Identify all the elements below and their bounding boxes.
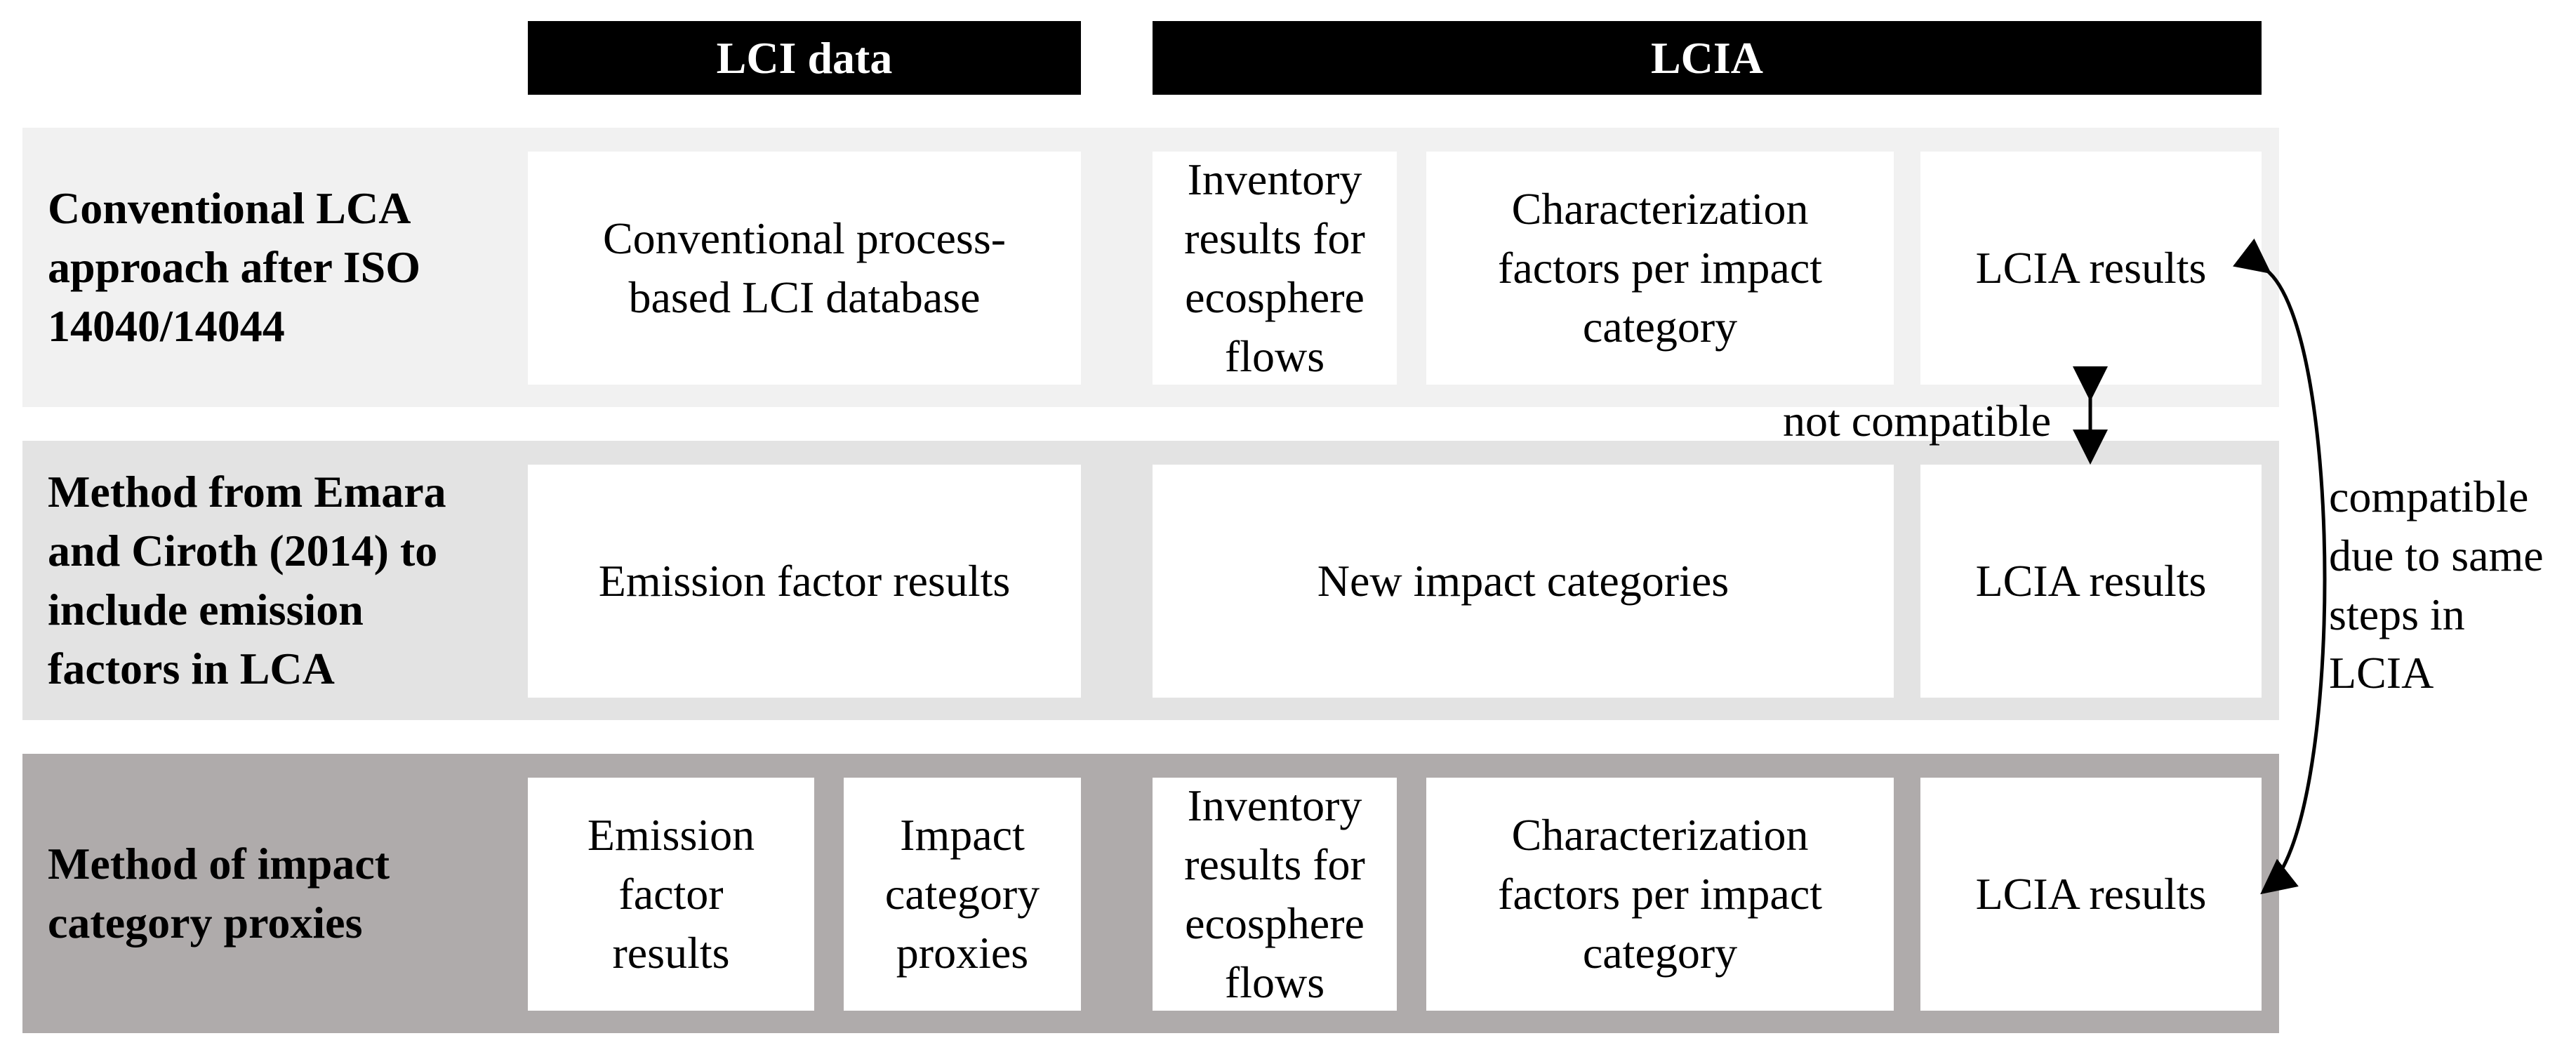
cell-conventional-lcia-results: LCIA results [1920,152,2262,385]
cell-emara-emission-factor-results: Emission factor results [528,465,1081,698]
row-band-conventional [22,128,2279,407]
cell-conventional-lci-database: Conventional process- based LCI database [528,152,1081,385]
cell-proxies-lcia-results: LCIA results [1920,778,2262,1011]
annotation-compatible: compatible due to same steps in LCIA [2329,472,2544,698]
cell-proxies-impact-category-proxies: Impact category proxies [844,778,1081,1011]
row-band-emara-ciroth [22,441,2279,720]
annotation-not-compatible: not compatible [1783,396,2052,446]
row-label-impact-category-proxies: Method of impact category proxies [48,839,390,948]
header-lcia: LCIA [1153,21,2262,95]
cell-proxies-inventory-results: Inventory results for ecosphere flows [1153,778,1397,1011]
cell-conventional-inventory-results: Inventory results for ecosphere flows [1153,152,1397,385]
cell-emara-new-impact-categories: New impact categories [1153,465,1894,698]
cell-proxies-emission-factor-results: Emission factor results [528,778,814,1011]
row-label-conventional: Conventional LCA approach after ISO 1404… [48,183,420,351]
cell-emara-lcia-results: LCIA results [1920,465,2262,698]
row-label-emara-ciroth: Method from Emara and Ciroth (2014) to i… [48,467,446,693]
compatible-arrow [2233,238,2327,895]
cell-conventional-characterization-factors: Characterization factors per impact cate… [1426,152,1894,385]
header-lci-data: LCI data [528,21,1081,95]
row-band-impact-category-proxies [22,754,2279,1033]
cell-proxies-characterization-factors: Characterization factors per impact cate… [1426,778,1894,1011]
